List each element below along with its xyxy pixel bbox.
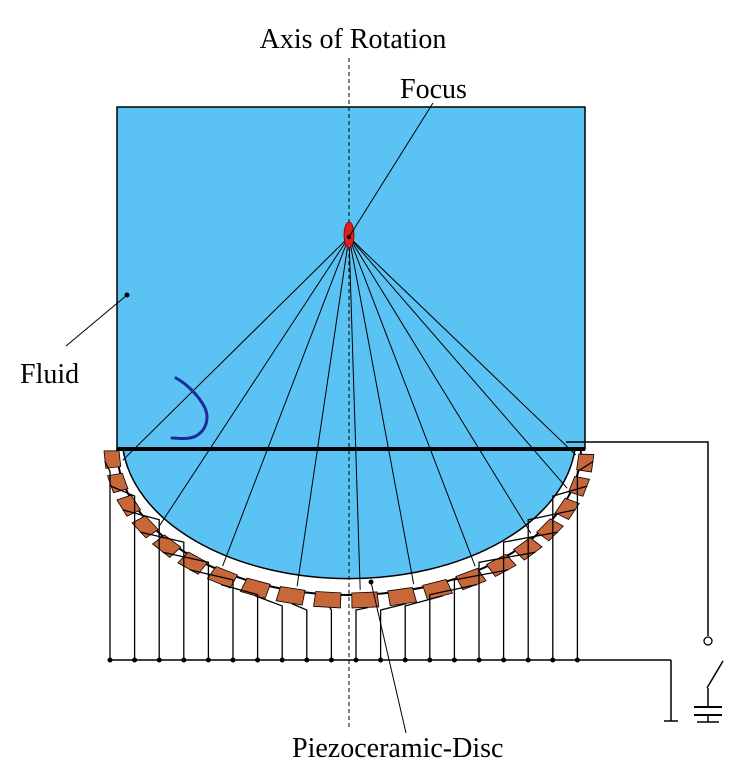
disc-label: Piezoceramic-Disc (292, 733, 503, 764)
segment-wire (291, 603, 308, 660)
signature-squiggle (170, 376, 209, 440)
segment-wire (162, 551, 210, 660)
focus-rays (122, 236, 577, 590)
bus-junctions (107, 657, 580, 663)
segment-wire (139, 531, 185, 660)
bus-junction (279, 657, 285, 663)
segment-wire (104, 461, 111, 660)
segment-wire (189, 569, 234, 660)
segment-wire (122, 509, 160, 660)
piezo-segment (387, 586, 418, 607)
bus-junction (476, 657, 482, 663)
segment-wire (220, 583, 259, 660)
ray-line (158, 236, 350, 527)
bus-junction (550, 657, 556, 663)
segment-wire (254, 595, 283, 660)
segment-wire (552, 485, 588, 660)
segment-wire (502, 531, 559, 660)
piezo-segment (536, 518, 564, 542)
bus-junction (427, 657, 433, 663)
piezo-segment (116, 494, 142, 517)
segment-wire (429, 583, 478, 660)
axis-label: Axis of Rotation (260, 24, 447, 55)
bus-junction (574, 657, 580, 663)
bus-junction (230, 657, 236, 663)
focus-leader (348, 102, 434, 238)
disc-leader (370, 581, 407, 734)
segment-wires (104, 460, 594, 660)
segment-wire (110, 485, 136, 660)
ground-icon (664, 660, 678, 722)
bus-junction (451, 657, 457, 663)
ray-line (348, 236, 568, 489)
segment-wire (527, 509, 576, 660)
fluid-label: Fluid (20, 359, 79, 390)
ray-line (348, 236, 361, 590)
switch-icon (703, 636, 724, 707)
bus-junction (378, 657, 384, 663)
segment-wire (478, 551, 536, 660)
bus-junction (181, 657, 187, 663)
piezo-segment (103, 450, 122, 469)
bus-junction (304, 657, 310, 663)
piezo-segment (275, 586, 306, 606)
bus-junction (402, 657, 408, 663)
ray-line (296, 236, 350, 587)
bus-junction (107, 657, 113, 663)
ray-line (222, 236, 350, 567)
piezo-segment (554, 497, 580, 520)
bus-junction (156, 657, 162, 663)
capacitor-icon (694, 706, 722, 723)
bus-junction (205, 657, 211, 663)
piezo-segment (131, 515, 159, 539)
ray-line (348, 236, 532, 534)
return-wire (566, 441, 709, 636)
segment-wire (379, 602, 407, 660)
piezo-segment (568, 476, 591, 497)
piezo-segment (239, 577, 271, 599)
ray-line (348, 236, 577, 456)
fluid-leader (65, 294, 128, 347)
bus-junction (525, 657, 531, 663)
piezo-segment (106, 472, 129, 494)
bus-junction (501, 657, 507, 663)
segment-wire (576, 460, 594, 660)
segment-wire (453, 569, 509, 660)
ray-line (348, 236, 415, 585)
segment-wire (355, 606, 369, 660)
ray-line (348, 236, 476, 567)
piezo-segment (351, 591, 380, 609)
segment-wire (329, 607, 333, 660)
segment-wire (404, 595, 443, 660)
bus-junction (328, 657, 334, 663)
bus-junction (353, 657, 359, 663)
piezo-segment (422, 579, 454, 601)
bus-junction (255, 657, 261, 663)
piezo-segment (576, 453, 595, 473)
bus-junction (132, 657, 138, 663)
piezo-segment (313, 591, 342, 609)
focus-label: Focus (400, 74, 467, 105)
ray-line (122, 236, 350, 461)
